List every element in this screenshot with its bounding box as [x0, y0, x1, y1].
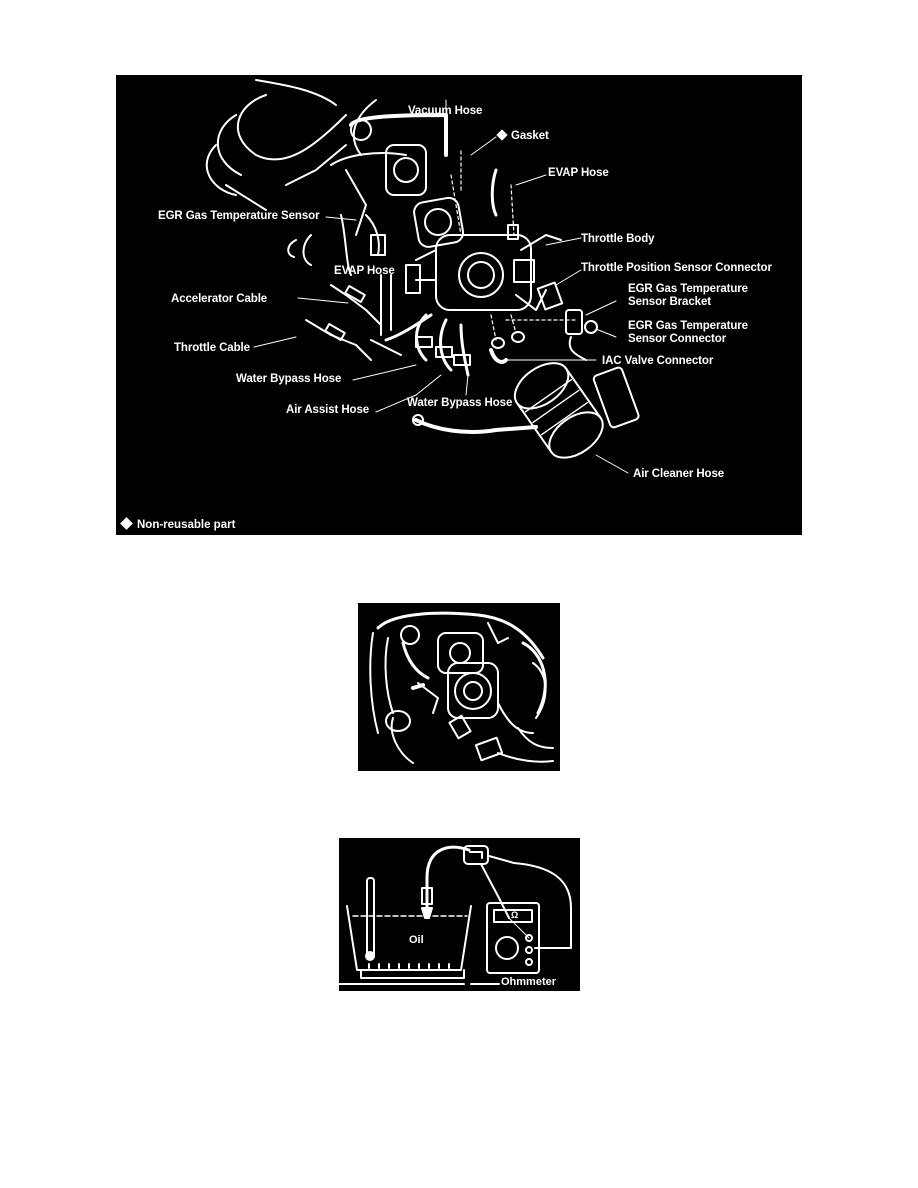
- label-ohmmeter: Ohmmeter: [501, 976, 557, 988]
- label-throttle-body: Throttle Body: [581, 233, 655, 245]
- label-vacuum-hose: Vacuum Hose: [408, 105, 483, 117]
- label-evap-hose-top: EVAP Hose: [548, 167, 609, 179]
- diamond-icon: [496, 129, 508, 141]
- label-evap-hose-mid: EVAP Hose: [334, 265, 395, 277]
- ohm-symbol: Ω: [511, 910, 519, 920]
- sensor-installed-photo: [358, 603, 560, 771]
- label-oil: Oil: [409, 934, 424, 946]
- label-throttle-cable: Throttle Cable: [174, 342, 250, 354]
- label-egr-connector: EGR Gas Temperature Sensor Connector: [628, 320, 748, 345]
- label-air-assist-hose: Air Assist Hose: [286, 404, 370, 416]
- label-water-bypass-hose-left: Water Bypass Hose: [236, 373, 342, 385]
- throttle-body-line-art: [205, 79, 640, 474]
- label-egr-gas-temp-sensor: EGR Gas Temperature Sensor: [158, 210, 320, 222]
- label-air-cleaner-hose: Air Cleaner Hose: [633, 468, 725, 480]
- label-water-bypass-hose-right: Water Bypass Hose: [407, 397, 513, 409]
- label-tps-connector: Throttle Position Sensor Connector: [581, 262, 772, 274]
- throttle-body-exploded-diagram: Vacuum Hose Gasket EVAP Hose EGR Gas Tem…: [116, 75, 802, 535]
- sensor-installed-line-art: [369, 611, 554, 764]
- label-gasket: Gasket: [496, 129, 549, 143]
- label-egr-bracket: EGR Gas Temperature Sensor Bracket: [628, 283, 748, 308]
- oil-bath-line-art: [339, 845, 572, 985]
- non-reusable-legend: Non-reusable part: [120, 517, 235, 531]
- sensor-oil-bath-ohmmeter-test: Ω Oil Ohmmeter: [339, 838, 580, 991]
- label-iac-valve-connector: IAC Valve Connector: [602, 355, 714, 367]
- diamond-icon: [120, 517, 133, 530]
- label-accelerator-cable: Accelerator Cable: [171, 293, 268, 305]
